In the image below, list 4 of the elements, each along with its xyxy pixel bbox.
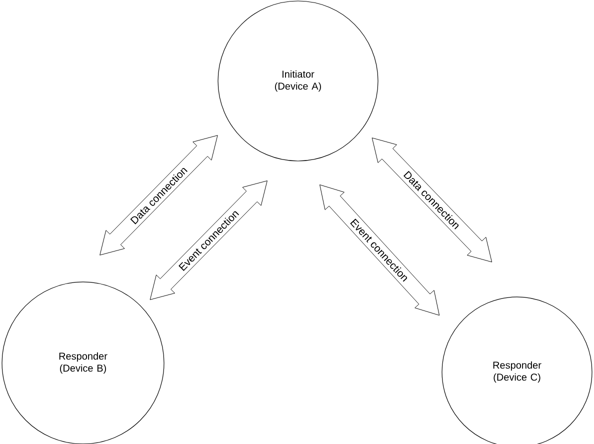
double-arrow bbox=[320, 184, 440, 316]
double-arrow bbox=[100, 135, 218, 256]
double-arrow bbox=[372, 138, 492, 262]
double-arrow bbox=[150, 180, 268, 300]
